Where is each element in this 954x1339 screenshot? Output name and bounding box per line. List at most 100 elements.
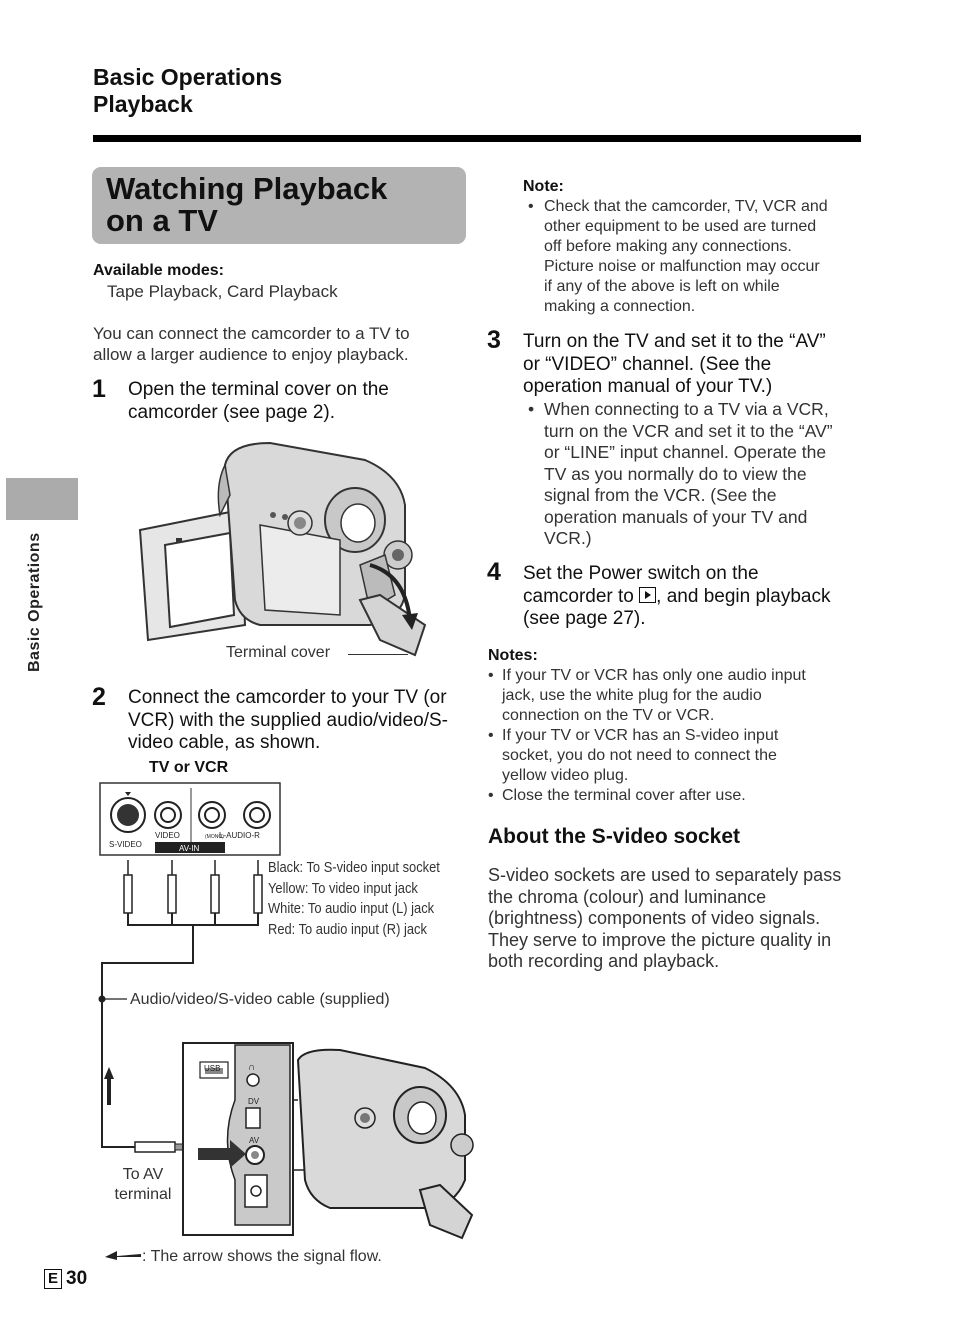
- step-3-text: Turn on the TV and set it to the “AV” or…: [523, 331, 826, 399]
- step-3-line: operation manual of your TV.): [523, 376, 773, 397]
- header-line-1: Basic Operations: [93, 64, 283, 90]
- note-line: Check that the camcorder, TV, VCR and: [544, 198, 828, 215]
- svideo-port-label: S-VIDEO: [109, 840, 142, 849]
- plug-black-text: Black: To S-video input socket: [268, 859, 440, 876]
- plug-yellow-text: Yellow: To video input jack: [268, 879, 418, 897]
- available-modes-value: Tape Playback, Card Playback: [107, 282, 338, 301]
- note-line: Picture noise or malfunction may occur: [544, 258, 820, 275]
- step-2-line-3: video cable, as shown.: [128, 732, 321, 753]
- header-line-2: Playback: [93, 91, 193, 117]
- notes-line: If your TV or VCR has an S-video input: [502, 727, 779, 744]
- playback-mode-icon: [639, 586, 657, 603]
- notes-bullet-3: Close the terminal cover after use.: [488, 786, 858, 806]
- about-svideo-heading: About the S-video socket: [488, 825, 741, 848]
- step-1-text: Open the terminal cover on the camcorder…: [128, 379, 389, 424]
- step-3-number: 3: [487, 326, 501, 354]
- notes-line: If your TV or VCR has only one audio inp…: [502, 667, 806, 684]
- page-title: Watching Playback on a TV: [106, 173, 387, 237]
- note-line: making a connection.: [544, 298, 696, 315]
- step-3-bullet-line: turn on the VCR and set it to the “AV”: [544, 420, 833, 441]
- note-bullet: Check that the camcorder, TV, VCR and ot…: [523, 197, 863, 317]
- about-line: the chroma (colour) and luminance: [488, 886, 767, 907]
- tv-input-panel-diagram: S-VIDEO VIDEO (MONO) L-AUDIO-R AV-IN: [99, 782, 281, 975]
- intro-line-2: allow a larger audience to enjoy playbac…: [93, 345, 409, 364]
- step-4-line-1: Set the Power switch on the: [523, 563, 759, 584]
- notes-bullet-1: If your TV or VCR has only one audio inp…: [488, 666, 858, 726]
- cable-run-diagram: [98, 975, 184, 1153]
- signal-flow-arrow-icon: [105, 1251, 141, 1260]
- step-1-line-1: Open the terminal cover on the: [128, 379, 389, 400]
- cable-label: Audio/video/S-video cable (supplied): [130, 991, 390, 1008]
- camcorder-av-terminal-illustration: USB ∩ DV AV: [182, 1042, 474, 1240]
- step-3-line: Turn on the TV and set it to the “AV”: [523, 331, 826, 352]
- side-tab: [6, 478, 78, 520]
- notes-label: Notes:: [488, 647, 538, 664]
- notes-bullet-2: If your TV or VCR has an S-video input s…: [488, 726, 858, 786]
- step-4-line-3: (see page 27).: [523, 608, 646, 629]
- note-line: if any of the above is left on while: [544, 278, 780, 295]
- step-4-line-2a: camcorder to: [523, 585, 640, 607]
- step-4-line-2b: , and begin playback: [656, 585, 831, 607]
- notes-line: connection on the TV or VCR.: [502, 707, 715, 724]
- step-3-bullet: When connecting to a TV via a VCR, turn …: [523, 399, 954, 550]
- to-av-line-2: terminal: [114, 1186, 172, 1203]
- signal-flow-caption: : The arrow shows the signal flow.: [142, 1248, 382, 1265]
- intro-line-1: You can connect the camcorder to a TV to: [93, 324, 410, 343]
- about-line: S-video sockets are used to separately p…: [488, 865, 842, 885]
- title-line-1: Watching Playback: [106, 171, 388, 206]
- step-2-line-1: Connect the camcorder to your TV (or: [128, 687, 447, 708]
- title-box: [92, 167, 466, 244]
- notes-line: socket, you do not need to connect the: [502, 747, 777, 764]
- notes-block: Notes: If your TV or VCR has only one au…: [488, 646, 858, 806]
- terminal-cover-label: Terminal cover: [226, 644, 331, 661]
- step-3-bullet-line: TV as you normally do to view the: [544, 463, 807, 484]
- language-badge: E: [44, 1269, 63, 1289]
- header-rule: [93, 135, 861, 142]
- step-3-line: or “VIDEO” channel. (See the: [523, 353, 772, 375]
- notes-line: Close the terminal cover after use.: [502, 787, 746, 804]
- about-svideo-text: S-video sockets are used to separately p…: [488, 865, 841, 973]
- available-modes: Available modes: Tape Playback, Card Pla…: [93, 262, 338, 302]
- to-av-terminal-label: To AV terminal: [108, 1165, 178, 1205]
- page-number-value: 30: [66, 1268, 88, 1289]
- note-label: Note:: [523, 178, 564, 195]
- terminal-cover-leader: [348, 654, 408, 655]
- step-2-text: Connect the camcorder to your TV (or VCR…: [128, 687, 448, 755]
- step-2-line-2: VCR) with the supplied audio/video/S-: [128, 709, 449, 731]
- svg-text:∩: ∩: [248, 1062, 255, 1073]
- step-1-number: 1: [92, 375, 106, 403]
- mono-label: (MONO): [205, 834, 224, 840]
- step-3-bullet-line: operation manuals of your TV and: [544, 506, 808, 527]
- av-port-label: AV: [249, 1136, 260, 1145]
- to-av-line-1: To AV: [122, 1166, 164, 1183]
- section-header: Basic Operations Playback: [93, 64, 282, 118]
- step-3-bullet-line: When connecting to a TV via a VCR,: [544, 399, 829, 419]
- plug-red-text: Red: To audio input (R) jack: [268, 920, 427, 938]
- usb-port-label: USB: [204, 1064, 220, 1073]
- intro-text: You can connect the camcorder to a TV to…: [93, 323, 410, 365]
- about-line: both recording and playback.: [488, 951, 720, 971]
- dv-port-label: DV: [248, 1097, 260, 1106]
- notes-line: jack, use the white plug for the audio: [502, 687, 762, 704]
- avin-label: AV-IN: [179, 844, 200, 853]
- about-line: They serve to improve the picture qualit…: [488, 929, 832, 950]
- note-block: Note: Check that the camcorder, TV, VCR …: [523, 177, 863, 317]
- video-port-label: VIDEO: [155, 831, 180, 840]
- camcorder-open-cover-illustration: [138, 441, 427, 657]
- available-modes-label: Available modes:: [93, 262, 225, 279]
- step-4-number: 4: [487, 558, 501, 586]
- plug-legend: Black: To S-video input socket Yellow: T…: [268, 858, 440, 940]
- step-3-bullet-line: VCR.): [544, 528, 592, 548]
- notes-line: yellow video plug.: [502, 767, 629, 784]
- step-4-line-2: camcorder to , and begin playback: [523, 586, 830, 609]
- note-line: off before making any connections.: [544, 238, 792, 255]
- step-3-bullet-line: signal from the VCR. (See the: [544, 485, 777, 505]
- step-4-text: Set the Power switch on the camcorder to…: [523, 563, 830, 631]
- note-line: other equipment to be used are turned: [544, 218, 817, 235]
- plug-white-text: White: To audio input (L) jack: [268, 900, 435, 917]
- step-1-line-2: camcorder (see page 2).: [128, 401, 335, 423]
- title-line-2: on a TV: [106, 203, 218, 238]
- tv-vcr-label: TV or VCR: [149, 759, 229, 776]
- about-line: (brightness) components of video signals…: [488, 908, 821, 928]
- audio-port-label: L-AUDIO-R: [219, 831, 260, 840]
